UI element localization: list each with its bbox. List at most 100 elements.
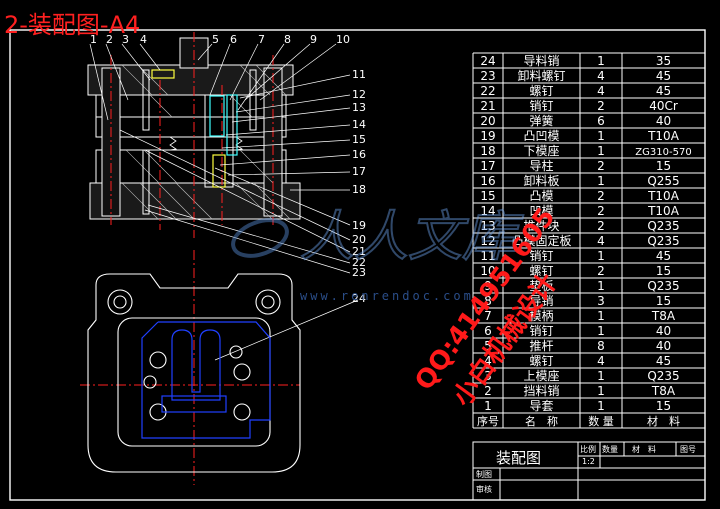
bom-row-name: 导销 bbox=[529, 294, 553, 308]
drawing-name: 装配图 bbox=[496, 449, 541, 467]
scale-label: 比例 bbox=[580, 444, 596, 454]
bom-row-name: 凸凹模 bbox=[523, 129, 559, 143]
bom-row-qty: 1 bbox=[597, 174, 605, 188]
bom-row-no: 6 bbox=[484, 324, 492, 338]
bom-row-material: Q235 bbox=[647, 219, 679, 233]
bom-row-material: 15 bbox=[656, 264, 671, 278]
balloon-14: 14 bbox=[352, 118, 366, 131]
bom-header-name: 名 称 bbox=[525, 414, 558, 428]
balloon-13: 13 bbox=[352, 101, 366, 114]
bom-row-qty: 4 bbox=[597, 84, 605, 98]
bom-row-material: 45 bbox=[656, 354, 671, 368]
bom-row-material: 15 bbox=[656, 294, 671, 308]
bom-row-name: 弹簧 bbox=[529, 113, 553, 128]
bom-row-qty: 2 bbox=[597, 189, 605, 203]
bom-row-name: 螺钉 bbox=[529, 264, 553, 278]
bom-row-qty: 1 bbox=[597, 399, 605, 413]
title-block bbox=[472, 441, 706, 501]
balloon-1: 1 bbox=[90, 33, 97, 46]
bom-row-material: 40Cr bbox=[649, 99, 678, 113]
bom-row-material: T8A bbox=[651, 309, 676, 323]
balloon-20: 20 bbox=[352, 233, 366, 246]
bom-row-material: 35 bbox=[656, 54, 671, 68]
bom-row-name: 模柄 bbox=[529, 309, 553, 323]
bom-row-name: 销钉 bbox=[529, 249, 553, 263]
bom-row-material: Q235 bbox=[647, 279, 679, 293]
bom-row-qty: 1 bbox=[597, 249, 605, 263]
balloon-22: 22 bbox=[352, 256, 366, 269]
checked-by-label: 审核 bbox=[476, 484, 492, 494]
balloon-19: 19 bbox=[352, 219, 366, 232]
bom-row-qty: 8 bbox=[597, 339, 605, 353]
bom-row-material: 45 bbox=[656, 249, 671, 263]
bom-header-no: 序号 bbox=[477, 414, 499, 428]
bom-row-qty: 1 bbox=[597, 129, 605, 143]
bom-row-name: 销钉 bbox=[529, 99, 553, 113]
material-label: 材 料 bbox=[632, 444, 656, 454]
balloon-23: 23 bbox=[352, 266, 366, 279]
balloon-12: 12 bbox=[352, 88, 366, 101]
bom-row-qty: 4 bbox=[597, 354, 605, 368]
bom-row-name: 凸模 bbox=[529, 189, 553, 203]
bom-row-no: 15 bbox=[480, 189, 495, 203]
bom-row-no: 4 bbox=[484, 354, 492, 368]
watermark-logo: 人人文库 bbox=[231, 204, 525, 269]
bom-row-qty: 4 bbox=[597, 69, 605, 83]
bom-row-qty: 1 bbox=[597, 54, 605, 68]
bom-row-qty: 1 bbox=[597, 384, 605, 398]
bom-row-material: T10A bbox=[647, 129, 680, 143]
balloon-4: 4 bbox=[140, 33, 147, 46]
bom-row-material: 40 bbox=[656, 114, 671, 128]
bom-row-qty: 1 bbox=[597, 144, 605, 158]
bom-row-name: 上模座 bbox=[523, 368, 559, 383]
bom-row-name: 挡料销 bbox=[523, 384, 559, 398]
bom-row-name: 导套 bbox=[529, 399, 553, 413]
bom-row-no: 14 bbox=[480, 204, 495, 218]
scale-value: 1:2 bbox=[582, 457, 595, 466]
bom-row-name: 推件块 bbox=[523, 219, 559, 233]
balloon-11: 11 bbox=[352, 68, 366, 81]
bom-row-no: 12 bbox=[480, 234, 495, 248]
bom-row-name: 卸料板 bbox=[523, 173, 559, 188]
bom-row-no: 24 bbox=[480, 54, 495, 68]
bom-row-name: 销钉 bbox=[529, 324, 553, 338]
bom-row-qty: 2 bbox=[597, 264, 605, 278]
bom-row-no: 18 bbox=[480, 144, 495, 158]
balloon-24: 24 bbox=[352, 292, 366, 305]
balloon-6: 6 bbox=[230, 33, 237, 46]
bom-row-no: 20 bbox=[480, 114, 495, 128]
bom-row-no: 23 bbox=[480, 69, 495, 83]
bom-row-no: 13 bbox=[480, 219, 495, 233]
bom-row-qty: 1 bbox=[597, 309, 605, 323]
balloon-8: 8 bbox=[284, 33, 291, 46]
bom-row-no: 3 bbox=[484, 369, 492, 383]
bom-row-name: 螺钉 bbox=[529, 354, 553, 368]
bom-row-qty: 1 bbox=[597, 324, 605, 338]
bom-row-no: 1 bbox=[484, 399, 492, 413]
bom-row-material: 15 bbox=[656, 399, 671, 413]
bom-row-no: 22 bbox=[480, 84, 495, 98]
bom-row-material: Q235 bbox=[647, 369, 679, 383]
balloon-7: 7 bbox=[258, 33, 265, 46]
bom-row-name: 下模座 bbox=[523, 143, 559, 158]
bom-row-material: T10A bbox=[647, 204, 680, 218]
bom-row-qty: 3 bbox=[597, 294, 605, 308]
bom-table bbox=[472, 52, 706, 429]
bom-row-qty: 2 bbox=[597, 219, 605, 233]
bom-row-no: 19 bbox=[480, 129, 495, 143]
bom-row-no: 21 bbox=[480, 99, 495, 113]
bom-row-material: 45 bbox=[656, 84, 671, 98]
bom-row-no: 11 bbox=[480, 249, 495, 263]
bom-row-material: 40 bbox=[656, 324, 671, 338]
bom-row-material: Q255 bbox=[647, 174, 679, 188]
balloon-16: 16 bbox=[352, 148, 366, 161]
leader-lines bbox=[89, 43, 359, 361]
bom-row-name: 垫板 bbox=[529, 278, 553, 293]
section-view bbox=[87, 37, 301, 220]
bom-row-qty: 2 bbox=[597, 159, 605, 173]
bom-row-no: 8 bbox=[484, 294, 492, 308]
bom-row-material: Q235 bbox=[647, 234, 679, 248]
balloon-3: 3 bbox=[122, 33, 129, 46]
bom-row-no: 7 bbox=[484, 309, 492, 323]
